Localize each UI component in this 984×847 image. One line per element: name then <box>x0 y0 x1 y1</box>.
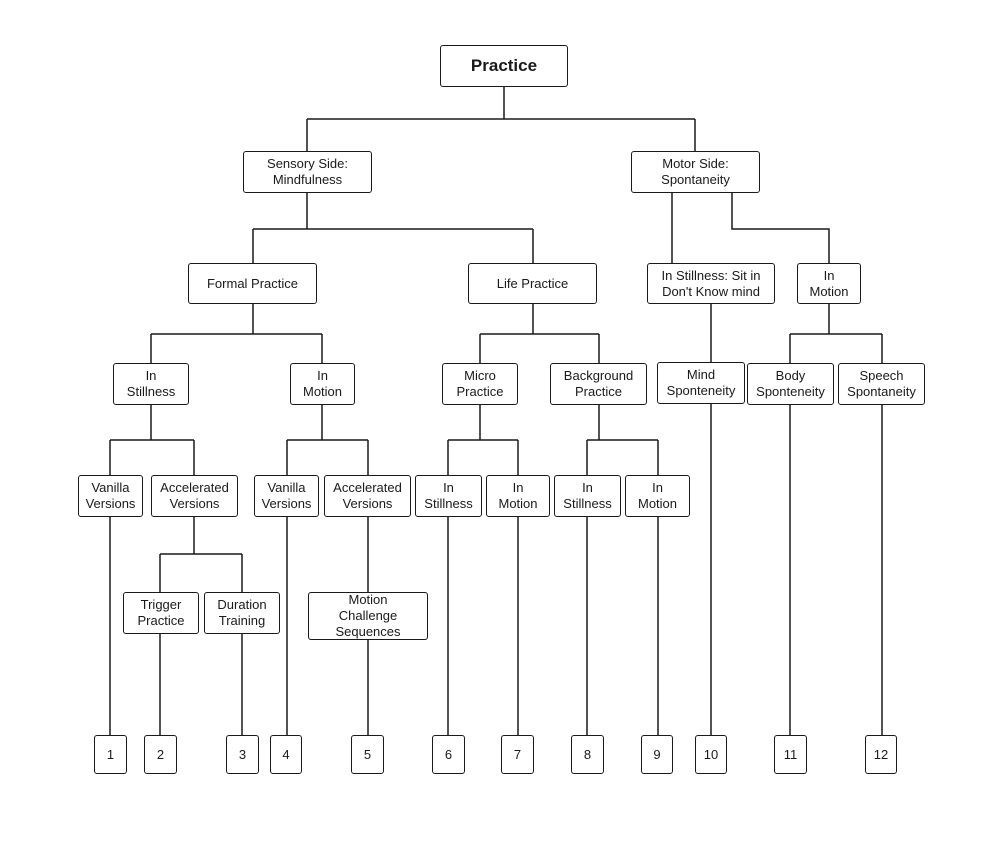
leaf-3: 3 <box>226 735 259 774</box>
node-trigger-practice: Trigger Practice <box>123 592 199 634</box>
node-motor-in-motion: In Motion <box>797 263 861 304</box>
node-duration-training: Duration Training <box>204 592 280 634</box>
connector-line <box>252 193 534 263</box>
leaf-5: 5 <box>351 735 384 774</box>
connector-line <box>586 405 659 475</box>
node-micro-in-stillness: In Stillness <box>415 475 482 517</box>
node-background-in-motion: In Motion <box>625 475 690 517</box>
node-motion-vanilla-versions: Vanilla Versions <box>254 475 319 517</box>
leaf-8: 8 <box>571 735 604 774</box>
node-background-practice: Background Practice <box>550 363 647 405</box>
node-life-practice: Life Practice <box>468 263 597 304</box>
node-motion-challenge-sequences: Motion Challenge Sequences <box>308 592 428 640</box>
node-sensory-side: Sensory Side: Mindfulness <box>243 151 372 193</box>
connector-line <box>109 405 195 475</box>
leaf-12: 12 <box>865 735 897 774</box>
node-micro-practice: Micro Practice <box>442 363 518 405</box>
connector-line <box>286 405 369 475</box>
node-motor-in-stillness: In Stillness: Sit in Don't Know mind <box>647 263 775 304</box>
node-background-in-stillness: In Stillness <box>554 475 621 517</box>
node-formal-in-motion: In Motion <box>290 363 355 405</box>
leaf-4: 4 <box>270 735 302 774</box>
leaf-2: 2 <box>144 735 177 774</box>
leaf-9: 9 <box>641 735 673 774</box>
leaf-6: 6 <box>432 735 465 774</box>
node-motion-accelerated-versions: Accelerated Versions <box>324 475 411 517</box>
connector-line <box>159 517 243 592</box>
node-practice: Practice <box>440 45 568 87</box>
node-formal-practice: Formal Practice <box>188 263 317 304</box>
node-mind-sponteneity: Mind Sponteneity <box>657 362 745 404</box>
leaf-10: 10 <box>695 735 727 774</box>
leaf-7: 7 <box>501 735 534 774</box>
node-speech-spontaneity: Speech Spontaneity <box>838 363 925 405</box>
connector-line <box>671 193 830 263</box>
connector-line <box>150 304 323 363</box>
connector-line <box>479 304 600 363</box>
node-formal-in-stillness: In Stillness <box>113 363 189 405</box>
connector-line <box>447 405 519 475</box>
leaf-1: 1 <box>94 735 127 774</box>
connector-line <box>306 87 696 151</box>
node-motor-side: Motor Side: Spontaneity <box>631 151 760 193</box>
leaf-11: 11 <box>774 735 807 774</box>
node-stillness-vanilla-versions: Vanilla Versions <box>78 475 143 517</box>
connector-line <box>789 304 883 363</box>
node-stillness-accelerated-versions: Accelerated Versions <box>151 475 238 517</box>
node-micro-in-motion: In Motion <box>486 475 550 517</box>
node-body-sponteneity: Body Sponteneity <box>747 363 834 405</box>
